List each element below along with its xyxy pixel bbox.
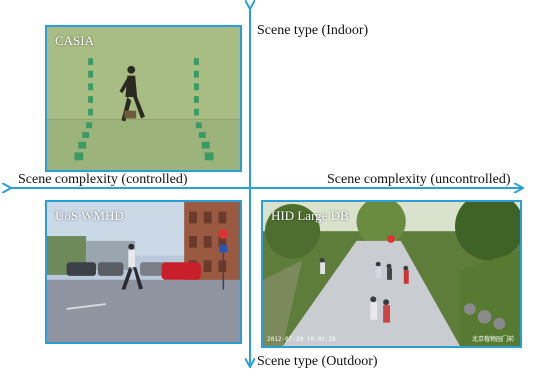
hid-photo: HID Large DB 2012-07-20 10:02:28 北京植物园门前: [261, 200, 522, 348]
axis-label-controlled: Scene complexity (controlled): [18, 172, 188, 187]
hid-location-stamp: 北京植物园门前: [471, 336, 514, 343]
axis-label-indoor: Scene type (Indoor): [257, 23, 369, 38]
axis-label-outdoor: Scene type (Outdoor): [257, 354, 378, 369]
hid-timestamp: 2012-07-20 10:02:28: [267, 336, 336, 343]
soton-photo: UoS WMHD: [45, 200, 242, 344]
casia-photo: CASIA: [45, 25, 242, 172]
walking-person: [119, 65, 145, 122]
hid-label: HID Large DB: [271, 208, 349, 223]
soton-label: UoS WMHD: [55, 208, 124, 223]
casia-label: CASIA: [55, 33, 95, 48]
axis-label-uncontrolled: Scene complexity (uncontrolled): [327, 172, 511, 187]
